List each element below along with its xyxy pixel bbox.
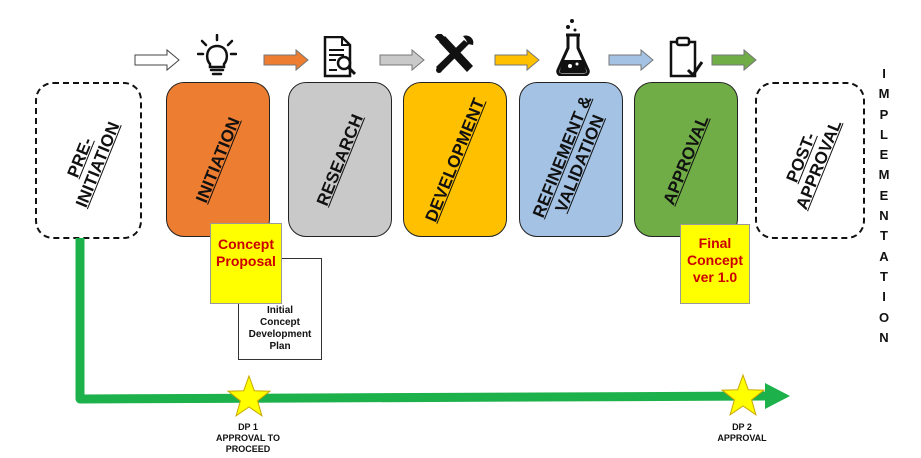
stage-label-line: DEVELOPMENT (421, 94, 489, 225)
decision-point-star-1 (226, 374, 272, 417)
stage-label-line: INITIATION (192, 114, 244, 205)
flow-arrow (711, 48, 757, 72)
stage-label: REFINEMENT &VALIDATION (529, 92, 613, 227)
dp1-line: PROCEED (225, 444, 271, 454)
stage-label: RESEARCH (313, 111, 367, 208)
implementation-letter: M (878, 167, 890, 183)
stage-label: INITIATION (192, 114, 244, 205)
concept-proposal-line: Proposal (216, 253, 276, 269)
flow-arrow (379, 48, 425, 72)
stage-box: APPROVAL (634, 82, 738, 237)
top-arrows (134, 48, 757, 72)
implementation-letter: N (879, 208, 889, 224)
implementation-letter: A (879, 248, 889, 264)
dp2-line: APPROVAL (717, 433, 767, 443)
lightbulb-icon (197, 34, 237, 76)
dp1-line: APPROVAL TO (215, 433, 280, 443)
dp2-line: DP 2 (732, 422, 752, 432)
stage-box: RESEARCH (288, 82, 392, 237)
clipboard-check-icon (669, 36, 704, 78)
implementation-letter: T (880, 228, 888, 244)
final-concept-line: Final (698, 235, 732, 251)
stage-label-line: RESEARCH (313, 110, 367, 209)
final-concept-line: ver 1.0 (692, 269, 738, 285)
initial-plan-line: Concept (260, 317, 300, 328)
timeline-line (75, 238, 769, 404)
implementation-letter: I (882, 289, 886, 305)
decision-point-star-2 (720, 373, 766, 416)
implementation-letter: P (879, 106, 889, 122)
implementation-letter: E (879, 187, 889, 203)
implementation-letter: O (878, 309, 890, 325)
implementation-letter: L (880, 126, 888, 142)
final-concept-line: Concept (687, 252, 743, 268)
stage-box: POST-APPROVAL (755, 82, 865, 239)
stage-label-line: APPROVAL (659, 111, 713, 208)
flask-icon (556, 19, 590, 76)
stage-label: APPROVAL (659, 112, 712, 207)
stage-label: POST-APPROVAL (775, 109, 846, 212)
flow-arrow (134, 48, 180, 72)
initial-plan-line: Initial (266, 305, 294, 316)
initial-plan-line: Plan (269, 341, 291, 352)
stage-box: DEVELOPMENT (403, 82, 507, 237)
final-concept-note: Final Concept ver 1.0 (680, 224, 750, 304)
stage-box: REFINEMENT &VALIDATION (519, 82, 623, 237)
implementation-letter: N (879, 329, 889, 345)
concept-proposal-note: Concept Proposal (210, 223, 282, 304)
flow-arrow (494, 48, 540, 72)
flow-arrow (608, 48, 654, 72)
implementation-letter: I (882, 66, 886, 81)
initial-plan-line: Development (248, 329, 312, 340)
timeline-arrowhead (765, 383, 790, 409)
flow-arrow (263, 48, 309, 72)
implementation-letter: E (879, 147, 889, 163)
dp1-line: DP 1 (238, 422, 258, 432)
implementation-letter: M (878, 86, 890, 102)
stage-box: PRE-INITIATION (35, 82, 142, 239)
decision-point-1-label: DP 1 APPROVAL TO PROCEED (200, 422, 296, 455)
decision-point-2-label: DP 2 APPROVAL (700, 422, 784, 444)
implementation-letter: T (880, 268, 888, 284)
stage-label: DEVELOPMENT (422, 95, 489, 224)
tools-icon (434, 34, 474, 73)
concept-proposal-line: Concept (218, 236, 274, 252)
document-search-icon (323, 36, 357, 78)
stage-label: PRE-INITIATION (54, 111, 123, 210)
stage-box: INITIATION (166, 82, 270, 237)
